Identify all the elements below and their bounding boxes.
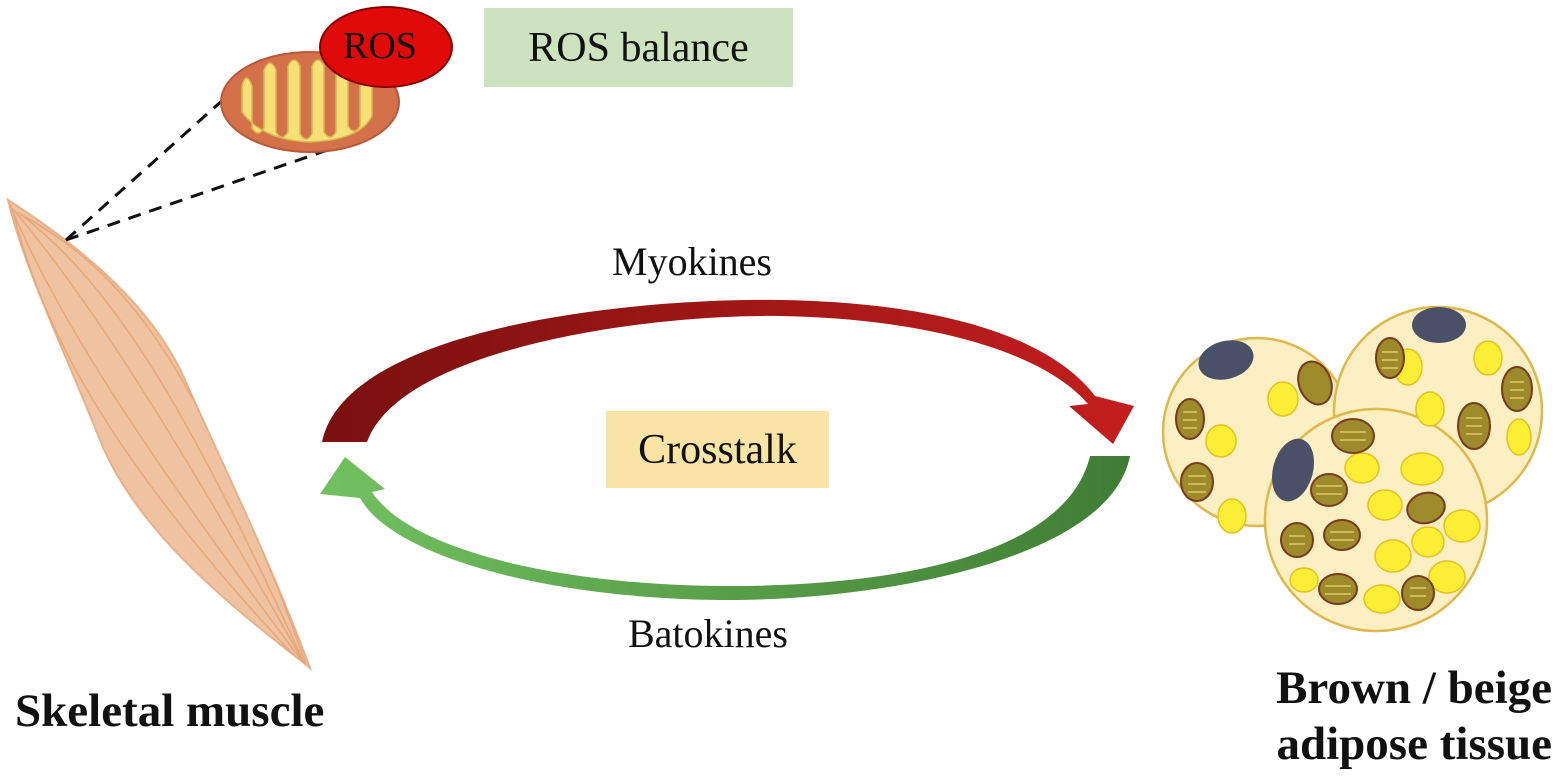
ros-label: ROS <box>343 25 417 67</box>
lipid-droplet <box>1344 452 1380 484</box>
skeletal-muscle-label: Skeletal muscle <box>15 685 325 737</box>
lipid-droplet <box>1267 381 1299 417</box>
batokines-label: Batokines <box>628 611 788 656</box>
cell-mitochondrion <box>1331 418 1375 454</box>
nucleus <box>1198 340 1254 380</box>
cell-mitochondrion <box>1406 491 1446 525</box>
crosstalk-box <box>606 411 829 488</box>
adipocyte-cluster <box>1161 305 1544 633</box>
nucleus <box>1271 438 1315 502</box>
adipose-label-line2: adipose tissue <box>1276 718 1552 770</box>
skeletal-muscle-illustration <box>6 197 313 672</box>
ros-balance-box <box>484 8 793 87</box>
cell-mitochondrion <box>1175 398 1205 440</box>
nucleus <box>1412 307 1466 343</box>
lipid-droplet <box>1205 424 1237 458</box>
lipid-droplet <box>1428 560 1466 594</box>
lipid-droplet <box>1363 584 1401 614</box>
cell-mitochondrion <box>1310 473 1348 507</box>
adipose-label-line1: Brown / beige <box>1276 662 1552 714</box>
cell-mitochondrion <box>1280 522 1314 558</box>
cell-mitochondrion <box>1401 575 1435 611</box>
lipid-droplet <box>1443 509 1481 543</box>
lipid-droplet <box>1473 340 1503 376</box>
lipid-droplet <box>1506 418 1532 456</box>
lipid-droplet <box>1411 526 1445 558</box>
myokines-label: Myokines <box>612 239 772 284</box>
adipose-tissue-label: Brown / beige adipose tissue <box>1180 660 1552 772</box>
cell-mitochondrion <box>1323 519 1361 551</box>
cell-mitochondrion <box>1318 573 1358 605</box>
ros-balance-label: ROS balance <box>528 24 749 71</box>
cell-mitochondrion <box>1375 337 1405 379</box>
lipid-droplet <box>1374 539 1412 573</box>
cell-mitochondrion <box>1297 360 1333 406</box>
lipid-droplet <box>1367 489 1403 521</box>
lipid-droplet <box>1415 391 1445 427</box>
cell-mitochondrion <box>1180 462 1214 502</box>
cell-mitochondrion <box>1501 366 1533 412</box>
crosstalk-label: Crosstalk <box>638 426 797 473</box>
ros-badge <box>319 6 453 88</box>
lipid-droplet <box>1289 567 1319 593</box>
lipid-droplet <box>1217 498 1247 534</box>
lipid-droplet <box>1400 452 1444 486</box>
myokines-arrow <box>322 299 1134 444</box>
